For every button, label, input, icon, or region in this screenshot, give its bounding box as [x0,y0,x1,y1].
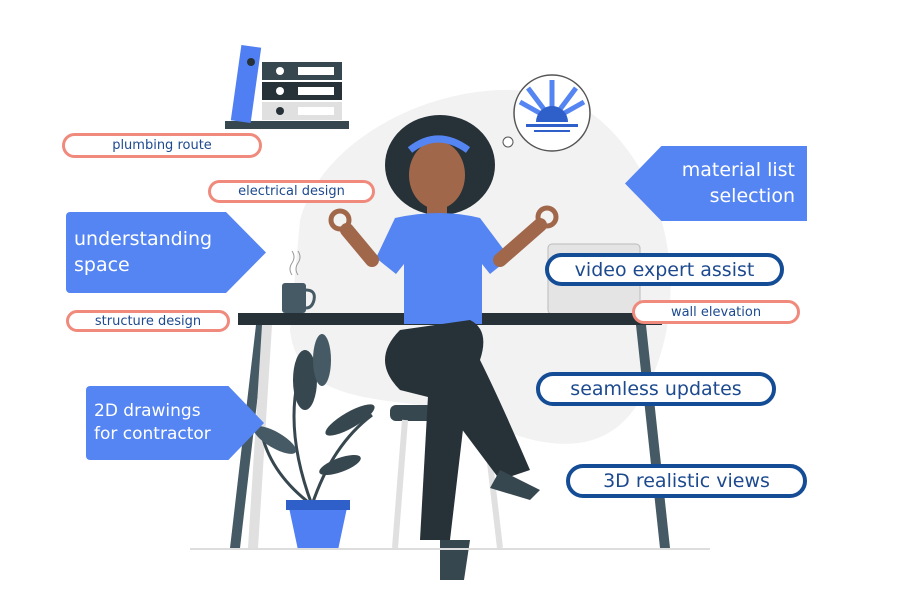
label-electrical-design: electrical design [208,180,375,203]
potted-plant [253,334,375,550]
label-structure-design: structure design [66,310,230,332]
understanding-space-text: understanding space [74,227,213,276]
label-understanding-space: understanding space [66,212,266,293]
material-list-text: material list selection [681,158,795,207]
label-plumbing-route: plumbing route [62,133,262,158]
label-seamless-updates: seamless updates [536,372,776,406]
binders-shelf [225,44,349,129]
label-wall-elevation: wall elevation [632,300,800,324]
label-video-expert-assist: video expert assist [545,253,784,286]
floor-line [190,548,710,550]
2d-drawings-text: 2D drawings for contractor [94,401,211,444]
label-material-list: material list selection [625,146,807,221]
label-3d-realistic-views: 3D realistic views [566,464,807,498]
coffee-mug-icon [282,250,316,313]
label-2d-drawings: 2D drawings for contractor [86,386,264,460]
sunset-thought-bubble-icon [502,74,591,152]
